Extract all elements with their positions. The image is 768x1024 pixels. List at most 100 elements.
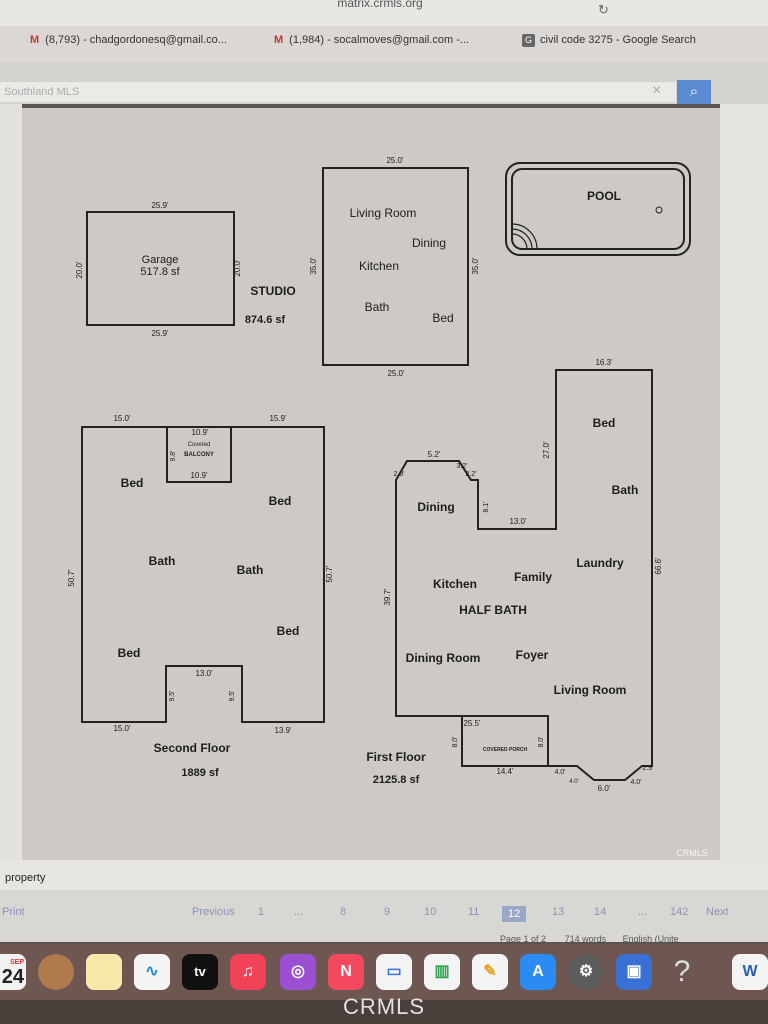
second-floor-dim: 50.7' <box>325 565 334 583</box>
page-link[interactable]: 10 <box>424 906 437 918</box>
first-floor-room: Dining Room <box>406 651 481 665</box>
second-floor-title: Second Floor <box>154 741 231 755</box>
photo-caption-bar: property <box>0 860 768 890</box>
notes-icon[interactable] <box>86 954 122 990</box>
second-floor-room: Bed <box>121 476 144 490</box>
url-text[interactable]: matrix.crmls.org <box>337 0 423 10</box>
browser-url-bar[interactable]: matrix.crmls.org ↻ <box>0 0 768 30</box>
news-icon[interactable]: N <box>328 954 364 990</box>
first-floor-dim: 8.1' <box>483 501 490 512</box>
second-floor-outline <box>81 426 325 723</box>
reload-icon[interactable]: ↻ <box>598 2 609 17</box>
app-store-icon[interactable]: A <box>520 954 556 990</box>
podcasts-icon[interactable]: ◎ <box>280 954 316 990</box>
studio-title: STUDIO <box>250 284 295 298</box>
clear-search-icon[interactable]: × <box>652 82 662 99</box>
page-link[interactable]: 14 <box>594 906 607 918</box>
search-button[interactable]: ⌕ <box>677 80 711 104</box>
first-floor-dim: 13.0' <box>509 517 527 526</box>
first-floor-outline <box>395 369 653 781</box>
second-floor-room: Bed <box>277 624 300 638</box>
garage-top-dim: 25.9' <box>151 201 169 210</box>
search-input[interactable]: Southland MLS <box>0 82 676 102</box>
second-floor-dim: 9.5' <box>169 690 176 701</box>
first-floor-dim: 16.3' <box>595 358 613 367</box>
tab-gmail-socalmoves[interactable]: M(1,984) - socalmoves@gmail.com -... <box>274 34 489 58</box>
pool-drain-icon <box>655 206 663 214</box>
garage-left-dim: 20.0' <box>75 261 84 279</box>
page-count: Page 1 of 2 <box>500 934 547 944</box>
page-link[interactable]: 9 <box>384 906 391 918</box>
first-floor-area: 2125.8 sf <box>373 774 420 786</box>
google-icon: G <box>522 34 535 47</box>
preview-icon[interactable]: ▣ <box>616 954 652 990</box>
page-link[interactable]: 8 <box>340 906 347 918</box>
page-link[interactable]: 142 <box>670 906 689 918</box>
keynote-icon[interactable]: ▭ <box>376 954 412 990</box>
page-link[interactable]: 11 <box>468 906 480 918</box>
first-floor-dim: 4.0' <box>569 779 579 785</box>
first-floor-dim: 3.2' <box>456 463 467 470</box>
first-floor-dim: 8.0' <box>452 736 459 747</box>
studio-room-label: Bath <box>365 300 390 314</box>
covered-porch-outline <box>462 715 549 766</box>
second-floor-room: Bed <box>269 494 292 508</box>
garage-area: 517.8 sf <box>140 266 180 278</box>
first-floor-dim: 4.0' <box>554 769 565 776</box>
first-floor-dim: 2.2' <box>465 471 476 478</box>
first-floor-room: Bath <box>612 483 639 497</box>
help-icon[interactable]: ? <box>664 954 700 990</box>
first-floor-dim: 8.0' <box>538 736 545 747</box>
calendar-icon[interactable]: SEP 24 <box>0 954 26 990</box>
page-link[interactable]: 13 <box>552 906 565 918</box>
apple-tv-icon[interactable]: tv <box>182 954 218 990</box>
floor-plan-image[interactable]: 25.9' 25.9' 20.0' 20.0' Garage 517.8 sf … <box>22 108 720 860</box>
previous-link[interactable]: Previous <box>192 906 235 918</box>
balcony-outline <box>166 426 232 483</box>
page-link[interactable]: 1 <box>258 906 265 918</box>
second-floor-dim: 50.7' <box>67 569 76 587</box>
studio-bottom-dim: 25.0' <box>387 369 405 378</box>
studio-room-label: Bed <box>432 311 453 325</box>
studio-top-dim: 25.0' <box>386 156 404 165</box>
mac-dock: SEP 24 ∿ tv ♫ ◎ N ▭ ▥ ✎ A ⚙ ▣ ? W <box>0 944 768 1000</box>
system-settings-icon[interactable]: ⚙ <box>568 954 604 990</box>
second-floor-dim: 15.0' <box>113 414 131 423</box>
studio-right-dim: 35.0' <box>471 257 480 275</box>
pool-outline <box>505 162 691 256</box>
studio-outline <box>322 167 469 366</box>
garage-outline <box>86 211 235 326</box>
next-link[interactable]: Next <box>706 906 729 918</box>
language-status: English (Unite <box>622 934 679 944</box>
pagination-bar: Print Previous 1 ... 8 9 10 11 12 13 14 … <box>0 890 768 944</box>
numbers-icon[interactable]: ▥ <box>424 954 460 990</box>
second-floor-dim: 10.9' <box>191 428 209 437</box>
current-page[interactable]: 12 <box>502 906 527 922</box>
gmail-icon: M <box>30 34 40 46</box>
freeform-icon[interactable]: ∿ <box>134 954 170 990</box>
calendar-month: SEP <box>9 959 24 966</box>
music-icon[interactable]: ♫ <box>230 954 266 990</box>
studio-area: 874.6 sf <box>245 314 286 326</box>
print-link[interactable]: Print <box>2 906 25 918</box>
pages-icon[interactable]: ✎ <box>472 954 508 990</box>
second-floor-room: Bed <box>118 646 141 660</box>
contacts-icon[interactable] <box>38 954 74 990</box>
first-floor-dim: 66.6' <box>654 557 663 575</box>
first-floor-room: Bed <box>593 416 616 430</box>
garage-title: Garage <box>142 254 179 266</box>
second-floor-dim: 13.0' <box>195 669 213 678</box>
word-icon[interactable]: W <box>732 954 768 990</box>
garage-right-dim: 20.0' <box>233 259 242 277</box>
search-icon: ⌕ <box>689 83 699 100</box>
first-floor-dim: 25.5' <box>463 719 481 728</box>
browser-tab-strip: M(8,793) - chadgordonesq@gmail.co... M(1… <box>0 26 768 64</box>
tab-gmail-chadgordonesq[interactable]: M(8,793) - chadgordonesq@gmail.co... <box>30 34 245 58</box>
page-ellipsis: ... <box>638 906 648 918</box>
first-floor-dim: 14.4' <box>496 767 514 776</box>
pool-inner-outline <box>511 168 685 250</box>
second-floor-dim: 13.9' <box>274 726 292 735</box>
tab-label: (1,984) - socalmoves@gmail.com -... <box>289 34 470 46</box>
first-floor-dim: 6.0' <box>598 784 611 793</box>
